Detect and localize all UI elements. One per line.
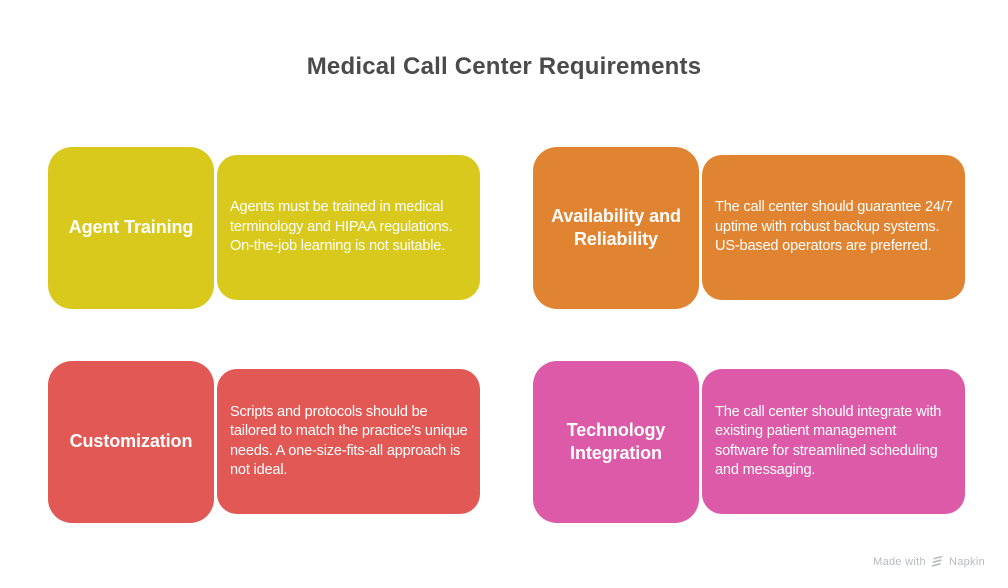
made-with-label: Made with <box>873 555 926 568</box>
agent-training-description-card: Agents must be trained in medical termin… <box>217 155 480 300</box>
napkin-logo-icon <box>931 555 944 568</box>
page-title: Medical Call Center Requirements <box>306 53 702 80</box>
agent-training-title-card: Agent Training <box>48 147 214 309</box>
customization-description-text: Scripts and protocols should be tailored… <box>230 403 468 478</box>
customization-description-card: Scripts and protocols should be tailored… <box>217 369 480 514</box>
technology-integration-title-card: Technology Integration <box>533 361 699 523</box>
napkin-brand-label: Napkin <box>948 555 985 568</box>
customization-title-card: Customization <box>48 361 214 523</box>
made-with-napkin-watermark: Made with Napkin <box>873 555 985 568</box>
availability-reliability-title-card: Availability and Reliability <box>533 147 699 309</box>
technology-integration-description-text: The call center should integrate with ex… <box>715 403 942 478</box>
customization-title-label: Customization <box>69 431 193 452</box>
agent-training-description-text: Agents must be trained in medical termin… <box>230 199 453 255</box>
technology-integration-description-card: The call center should integrate with ex… <box>702 369 965 514</box>
availability-reliability-description-text: The call center should guarantee 24/7 up… <box>715 199 953 255</box>
availability-reliability-title-label: Availability and Reliability <box>551 205 681 249</box>
agent-training-title-label: Agent Training <box>68 217 194 238</box>
availability-reliability-description-card: The call center should guarantee 24/7 up… <box>702 155 965 300</box>
technology-integration-title-label: Technology Integration <box>566 419 666 463</box>
